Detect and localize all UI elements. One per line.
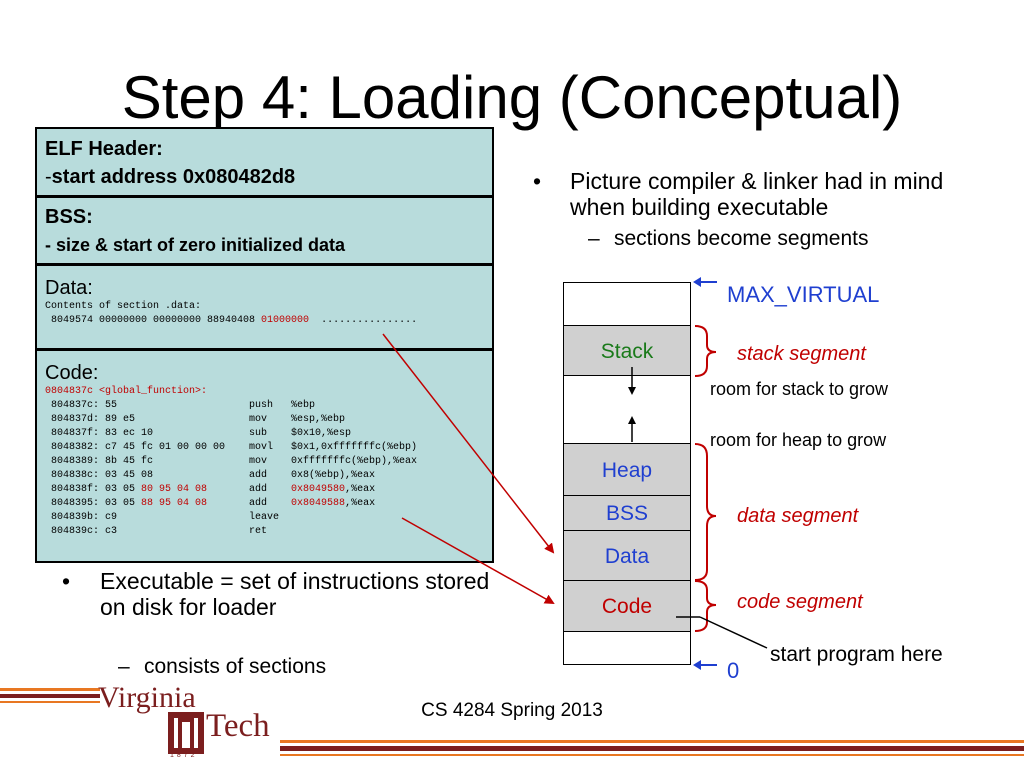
code-heading: Code: (45, 362, 99, 384)
vt-logo-mark (168, 712, 204, 754)
data-segment-brace (694, 443, 717, 581)
elf-header-box: ELF Header: -start address 0x080482d8 (35, 127, 494, 197)
data-hex-prefix: 8049574 00000000 00000000 88940408 (45, 315, 262, 326)
stack-segment-brace (694, 325, 717, 377)
code-line-8-bytes: 88 95 04 08 (141, 498, 208, 509)
slide-title: Step 4: Loading (Conceptual) (121, 64, 903, 131)
code-line-7-addr: 804838f: 03 05 (45, 484, 142, 495)
bss-heading: BSS: (45, 206, 93, 228)
start-program-label: start program here (770, 643, 943, 666)
logo-tech: Tech (206, 708, 270, 744)
stack-segment-label: stack segment (737, 343, 866, 365)
code-line: 8048389: 8b 45 fc mov 0xfffffffc(%ebp),%… (45, 456, 418, 467)
zero-address-label: 0 (727, 658, 740, 683)
right-sub-bullet-text: sections become segments (614, 227, 869, 250)
code-line: 804837d: 89 e5 mov %esp,%ebp (45, 414, 346, 425)
left-sub-bullet-text: consists of sections (144, 655, 327, 678)
code-line: 804837f: 83 ec 10 sub $0x10,%esp (45, 428, 352, 439)
max-virtual-arrow (693, 277, 717, 287)
start-program-line (699, 616, 768, 649)
data-contents-label: Contents of section .data: (45, 301, 202, 312)
logo-virginia: Virginia (98, 681, 196, 714)
code-line-7-bytes: 80 95 04 08 (141, 484, 208, 495)
logo-year: 1872 (170, 752, 198, 759)
bss-region: BSS (563, 495, 691, 531)
data-region: Data (563, 530, 691, 581)
data-box: Data: Contents of section .data: 8049574… (35, 264, 494, 350)
bullet-dot: • (533, 168, 542, 194)
code-line-7-op: add (207, 484, 292, 495)
code-line: 8048382: c7 45 fc 01 00 00 00 movl $0x1,… (45, 442, 418, 453)
bullet-dot: • (62, 568, 71, 594)
code-line-8-reg: ,%eax (345, 498, 376, 509)
code-line: 804838c: 03 45 08 add 0x8(%ebp),%eax (45, 470, 376, 481)
data-hex-highlight: 01000000 (261, 315, 310, 326)
code-segment-brace (694, 580, 717, 632)
sub-dash: – (588, 227, 600, 250)
sub-dash: – (118, 655, 130, 678)
data-hex-line: 8049574 00000000 00000000 88940408 01000… (37, 314, 492, 328)
heap-region: Heap (563, 443, 691, 496)
code-line-7-reg: ,%eax (345, 484, 376, 495)
bss-description: - size & start of zero initialized data (45, 235, 346, 255)
code-line: 804839c: c3 ret (45, 526, 268, 537)
stack-region: Stack (563, 325, 691, 376)
data-heading: Data: (45, 277, 93, 299)
code-line-8-addr: 8048395: 03 05 (45, 498, 142, 509)
footer-stripes (0, 688, 1024, 756)
code-function-label: 0804837c <global_function>: (37, 385, 492, 399)
code-mapping-arrow (401, 517, 555, 604)
code-function-name: 0804837c <global_function> (45, 386, 202, 397)
code-line-7: 804838f: 03 05 80 95 04 08 add 0x8049580… (37, 483, 492, 497)
elf-header-heading: ELF Header: (45, 138, 163, 160)
code-line-8-arg: 0x8049588 (291, 498, 346, 509)
elf-dash: - (45, 166, 52, 188)
data-segment-label: data segment (737, 505, 859, 527)
left-bullet-text: Executable = set of instructions stored … (100, 568, 490, 620)
code-line-8: 8048395: 03 05 88 95 04 08 add 0x8049588… (37, 497, 492, 511)
code-line-8-op: add (207, 498, 292, 509)
bss-box: BSS: - size & start of zero initialized … (35, 196, 494, 265)
data-hex-suffix: ................ (309, 315, 418, 326)
data-mapping-arrow (382, 333, 555, 554)
code-line: 804837c: 55 push %ebp (45, 400, 316, 411)
room-heap-label: room for heap to grow (710, 430, 887, 450)
footer-course: CS 4284 Spring 2013 (421, 700, 603, 721)
elf-start-address: -start address 0x080482d8 (37, 165, 492, 189)
elf-start-text: start address 0x080482d8 (51, 166, 296, 188)
zero-arrow (693, 660, 717, 670)
code-line-7-arg: 0x8049580 (291, 484, 346, 495)
code-function-colon: : (201, 386, 208, 397)
max-virtual-label: MAX_VIRTUAL (727, 282, 880, 307)
room-stack-label: room for stack to grow (710, 379, 889, 399)
memory-bottom-empty (563, 631, 691, 665)
code-segment-label: code segment (737, 591, 863, 613)
code-line: 804839b: c9 leave (45, 512, 280, 523)
right-bullet-text: Picture compiler & linker had in mind wh… (570, 168, 944, 220)
